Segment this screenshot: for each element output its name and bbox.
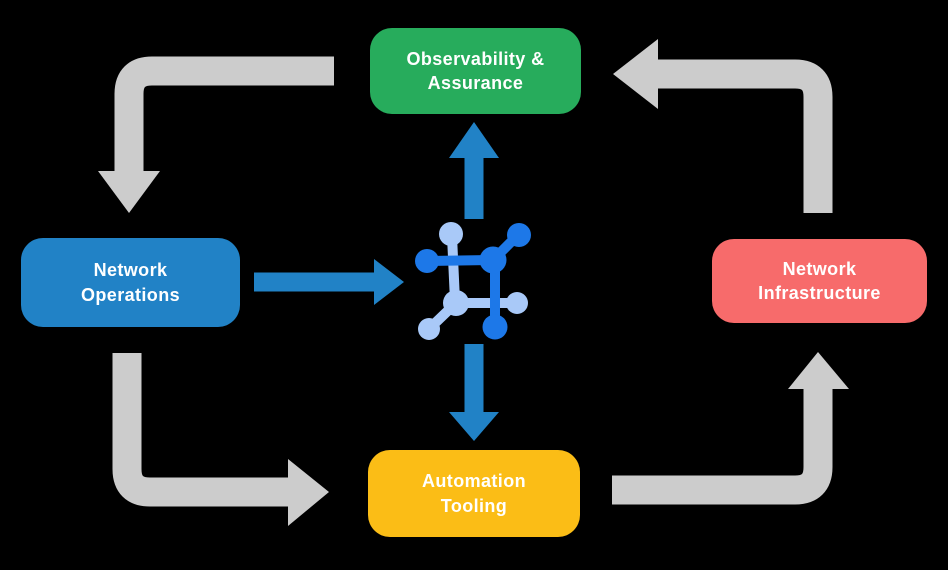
node-network-operations: Network Operations (21, 238, 240, 327)
arrow-shaft (658, 59, 833, 213)
arrow-head (449, 122, 499, 158)
network-platform-icon (415, 222, 531, 340)
arrow-operations-to-automation (112, 353, 329, 526)
arrow-shaft (114, 56, 334, 173)
node-label: Observability & Assurance (406, 48, 545, 93)
arrow-shaft (112, 353, 288, 507)
arrow-observability-to-operations (98, 56, 334, 213)
arrow-automation-to-infrastructure (612, 352, 849, 505)
arrow-head (374, 259, 404, 305)
node-observability-assurance: Observability & Assurance (370, 28, 581, 114)
node-automation-tooling: Automation Tooling (368, 450, 580, 537)
arrow-shaft (612, 389, 833, 505)
arrow-operations-to-platform (254, 259, 404, 305)
node-network-infrastructure: Network Infrastructure (712, 239, 927, 323)
node-label: Network Operations (80, 260, 181, 305)
arrow-head (98, 171, 160, 213)
icon-light-dots (418, 222, 528, 340)
node-label: Automation Tooling (422, 471, 526, 516)
node-label: Network Infrastructure (758, 258, 881, 303)
arrow-head (788, 352, 849, 389)
icon-dark-dots (415, 223, 531, 340)
arrow-platform-to-observability (449, 122, 499, 219)
arrow-platform-to-automation (449, 344, 499, 441)
arrow-head (449, 412, 499, 441)
arrow-head (288, 459, 329, 526)
arrow-infrastructure-to-observability (613, 39, 833, 213)
arrow-head (613, 39, 658, 109)
